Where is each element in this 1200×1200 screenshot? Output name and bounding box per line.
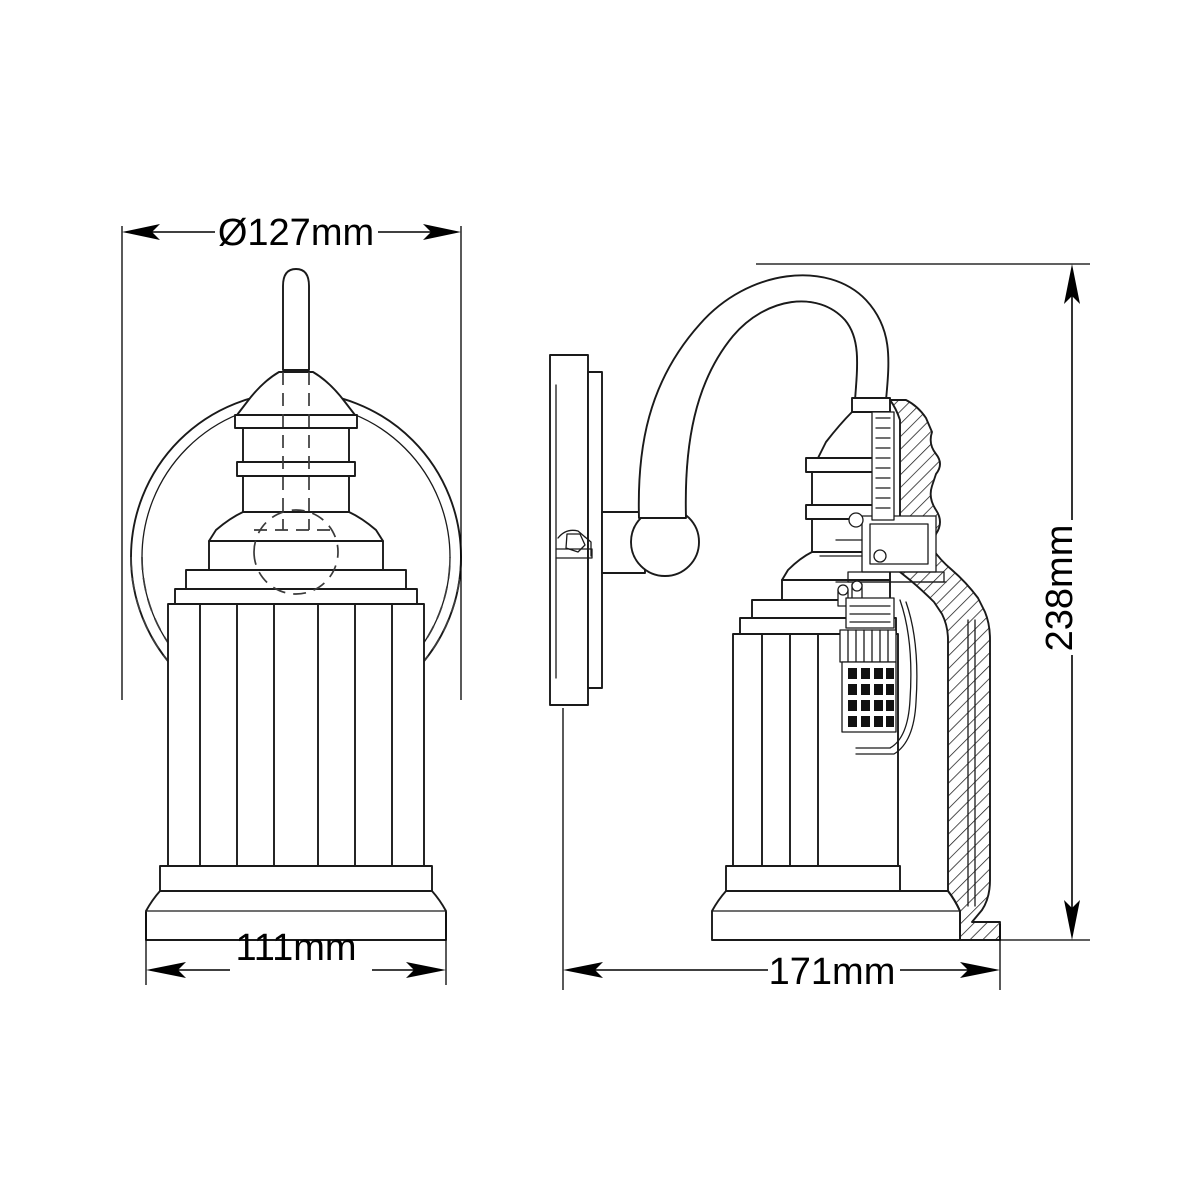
shoulder-step-4 bbox=[174, 588, 418, 605]
dimension-front-base-width-label: 111mm bbox=[235, 927, 356, 969]
base-astragal bbox=[159, 865, 433, 892]
front-elevation-view bbox=[130, 268, 462, 941]
side-cage-mullions bbox=[761, 633, 819, 866]
wall-mount-backplate bbox=[549, 354, 589, 706]
tapered-cap bbox=[236, 371, 356, 416]
dimension-front-width: Ø127mm bbox=[121, 212, 462, 700]
dimension-overall-height: 238mm bbox=[756, 263, 1090, 941]
glass-cage-mullions bbox=[199, 603, 393, 866]
side-shoulder-step-2 bbox=[781, 579, 891, 601]
dimension-front-width-label: Ø127mm bbox=[218, 212, 374, 254]
dimension-side-projection: 171mm bbox=[562, 708, 1001, 993]
finial-stem bbox=[282, 268, 310, 371]
led-grid-cells bbox=[848, 668, 894, 727]
side-base-astragal bbox=[725, 865, 901, 892]
collar-body-upper bbox=[242, 427, 350, 463]
wall-plate-screw-detail bbox=[555, 529, 593, 559]
threaded-stem bbox=[871, 411, 895, 521]
shoulder-step-2 bbox=[208, 540, 384, 571]
wall-plate-front-face bbox=[587, 371, 603, 689]
side-flared-base bbox=[711, 890, 961, 941]
led-lamp-module bbox=[837, 580, 918, 755]
glass-cage-body bbox=[167, 603, 425, 867]
hatched-section-wall bbox=[889, 399, 1001, 941]
bulb-hidden-outline bbox=[253, 372, 339, 595]
collar-body-lower bbox=[242, 475, 350, 513]
dimension-overall-height-label: 238mm bbox=[1039, 525, 1081, 652]
dimension-front-base-width: 111mm bbox=[145, 912, 447, 985]
dimension-side-projection-label: 171mm bbox=[769, 951, 896, 993]
side-section-view bbox=[549, 274, 1001, 941]
shoulder-step-1 bbox=[208, 511, 384, 542]
shoulder-step-3 bbox=[185, 569, 407, 590]
stepped-collar-mid bbox=[236, 461, 356, 477]
arm-lantern-collar bbox=[851, 397, 891, 413]
stepped-collar-top bbox=[234, 414, 358, 429]
